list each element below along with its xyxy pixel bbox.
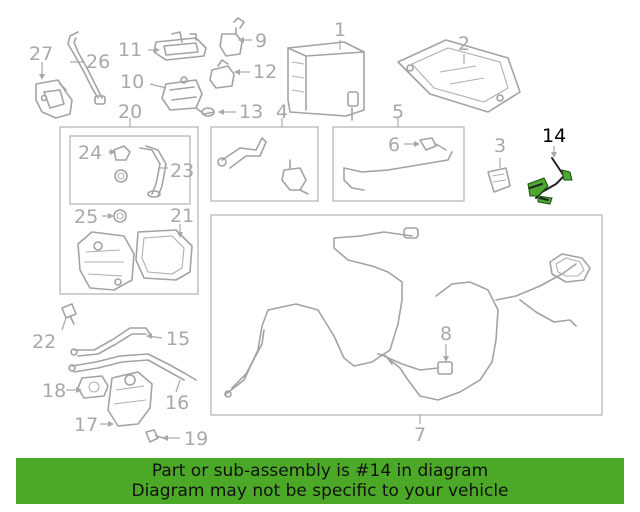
part-21-gasket <box>135 229 193 281</box>
callout-22: 22 <box>32 331 56 353</box>
callout-25: 25 <box>74 206 98 228</box>
callout-3: 3 <box>494 135 506 157</box>
callout-27: 27 <box>29 43 53 65</box>
part-12-sensor <box>209 59 235 89</box>
part-18-gasket <box>77 375 109 399</box>
part-20-housing <box>77 231 135 291</box>
banner-line-part-number: Part or sub-assembly is #14 in diagram <box>151 461 489 481</box>
callout-18: 18 <box>42 380 66 402</box>
callout-11: 11 <box>118 39 142 61</box>
part-3-bracket <box>487 167 511 193</box>
part-25-seal <box>113 209 127 223</box>
callout-5: 5 <box>392 101 404 123</box>
callout-4: 4 <box>276 101 288 123</box>
callout-20: 20 <box>118 101 142 123</box>
leader-lines <box>39 37 557 441</box>
callout-17: 17 <box>74 414 98 436</box>
group-box-20 <box>59 126 199 295</box>
part-26-hose <box>67 31 106 105</box>
part-2-shield <box>397 39 521 113</box>
part-6-connector <box>419 137 447 151</box>
part-15-tube <box>70 327 151 357</box>
part-24-fitting <box>113 145 131 183</box>
callout-26: 26 <box>86 51 110 73</box>
part-19-bolt <box>145 429 165 443</box>
callout-8: 8 <box>440 323 452 345</box>
part-11-bracket <box>153 31 207 61</box>
group-box-4 <box>210 126 319 202</box>
callout-23: 23 <box>170 160 194 182</box>
callout-12: 12 <box>253 61 277 83</box>
exploded-parts-diagram: 27 26 11 9 1 2 10 12 20 13 4 5 14 24 6 3… <box>29 17 603 450</box>
callout-9: 9 <box>255 30 267 52</box>
callout-13: 13 <box>239 101 263 123</box>
part-1-vapor-canister <box>287 41 365 121</box>
part-5-line <box>343 151 453 191</box>
group-box-24-23 <box>69 135 191 205</box>
part-4-tube <box>217 137 309 195</box>
part-22-bolt <box>61 303 77 325</box>
part-10-solenoid <box>161 76 203 111</box>
callout-2: 2 <box>458 33 470 55</box>
callout-15: 15 <box>166 328 190 350</box>
callout-10: 10 <box>120 71 144 93</box>
part-7-line-assembly <box>224 227 591 401</box>
callout-6: 6 <box>388 134 400 156</box>
callout-19: 19 <box>184 428 208 450</box>
highlight-notice-banner: Part or sub-assembly is #14 in diagram D… <box>16 458 624 504</box>
part-9-valve <box>219 17 245 57</box>
callout-7: 7 <box>414 424 426 446</box>
part-27-bracket <box>35 79 73 119</box>
callout-1: 1 <box>334 19 346 41</box>
part-13-hose <box>195 107 215 117</box>
callout-24: 24 <box>78 142 102 164</box>
part-17-egr-valve <box>107 371 153 427</box>
callout-labels: 27 26 11 9 1 2 10 12 20 13 4 5 14 24 6 3… <box>29 19 566 450</box>
callout-14: 14 <box>542 125 566 147</box>
callout-16: 16 <box>165 392 189 414</box>
part-16-tube <box>68 353 197 381</box>
part-14-vapor-tube-highlighted <box>527 157 573 205</box>
banner-line-disclaimer: Diagram may not be specific to your vehi… <box>131 481 509 501</box>
callout-21: 21 <box>170 205 194 227</box>
part-23-hose <box>139 145 167 198</box>
group-box-7 <box>210 214 603 416</box>
